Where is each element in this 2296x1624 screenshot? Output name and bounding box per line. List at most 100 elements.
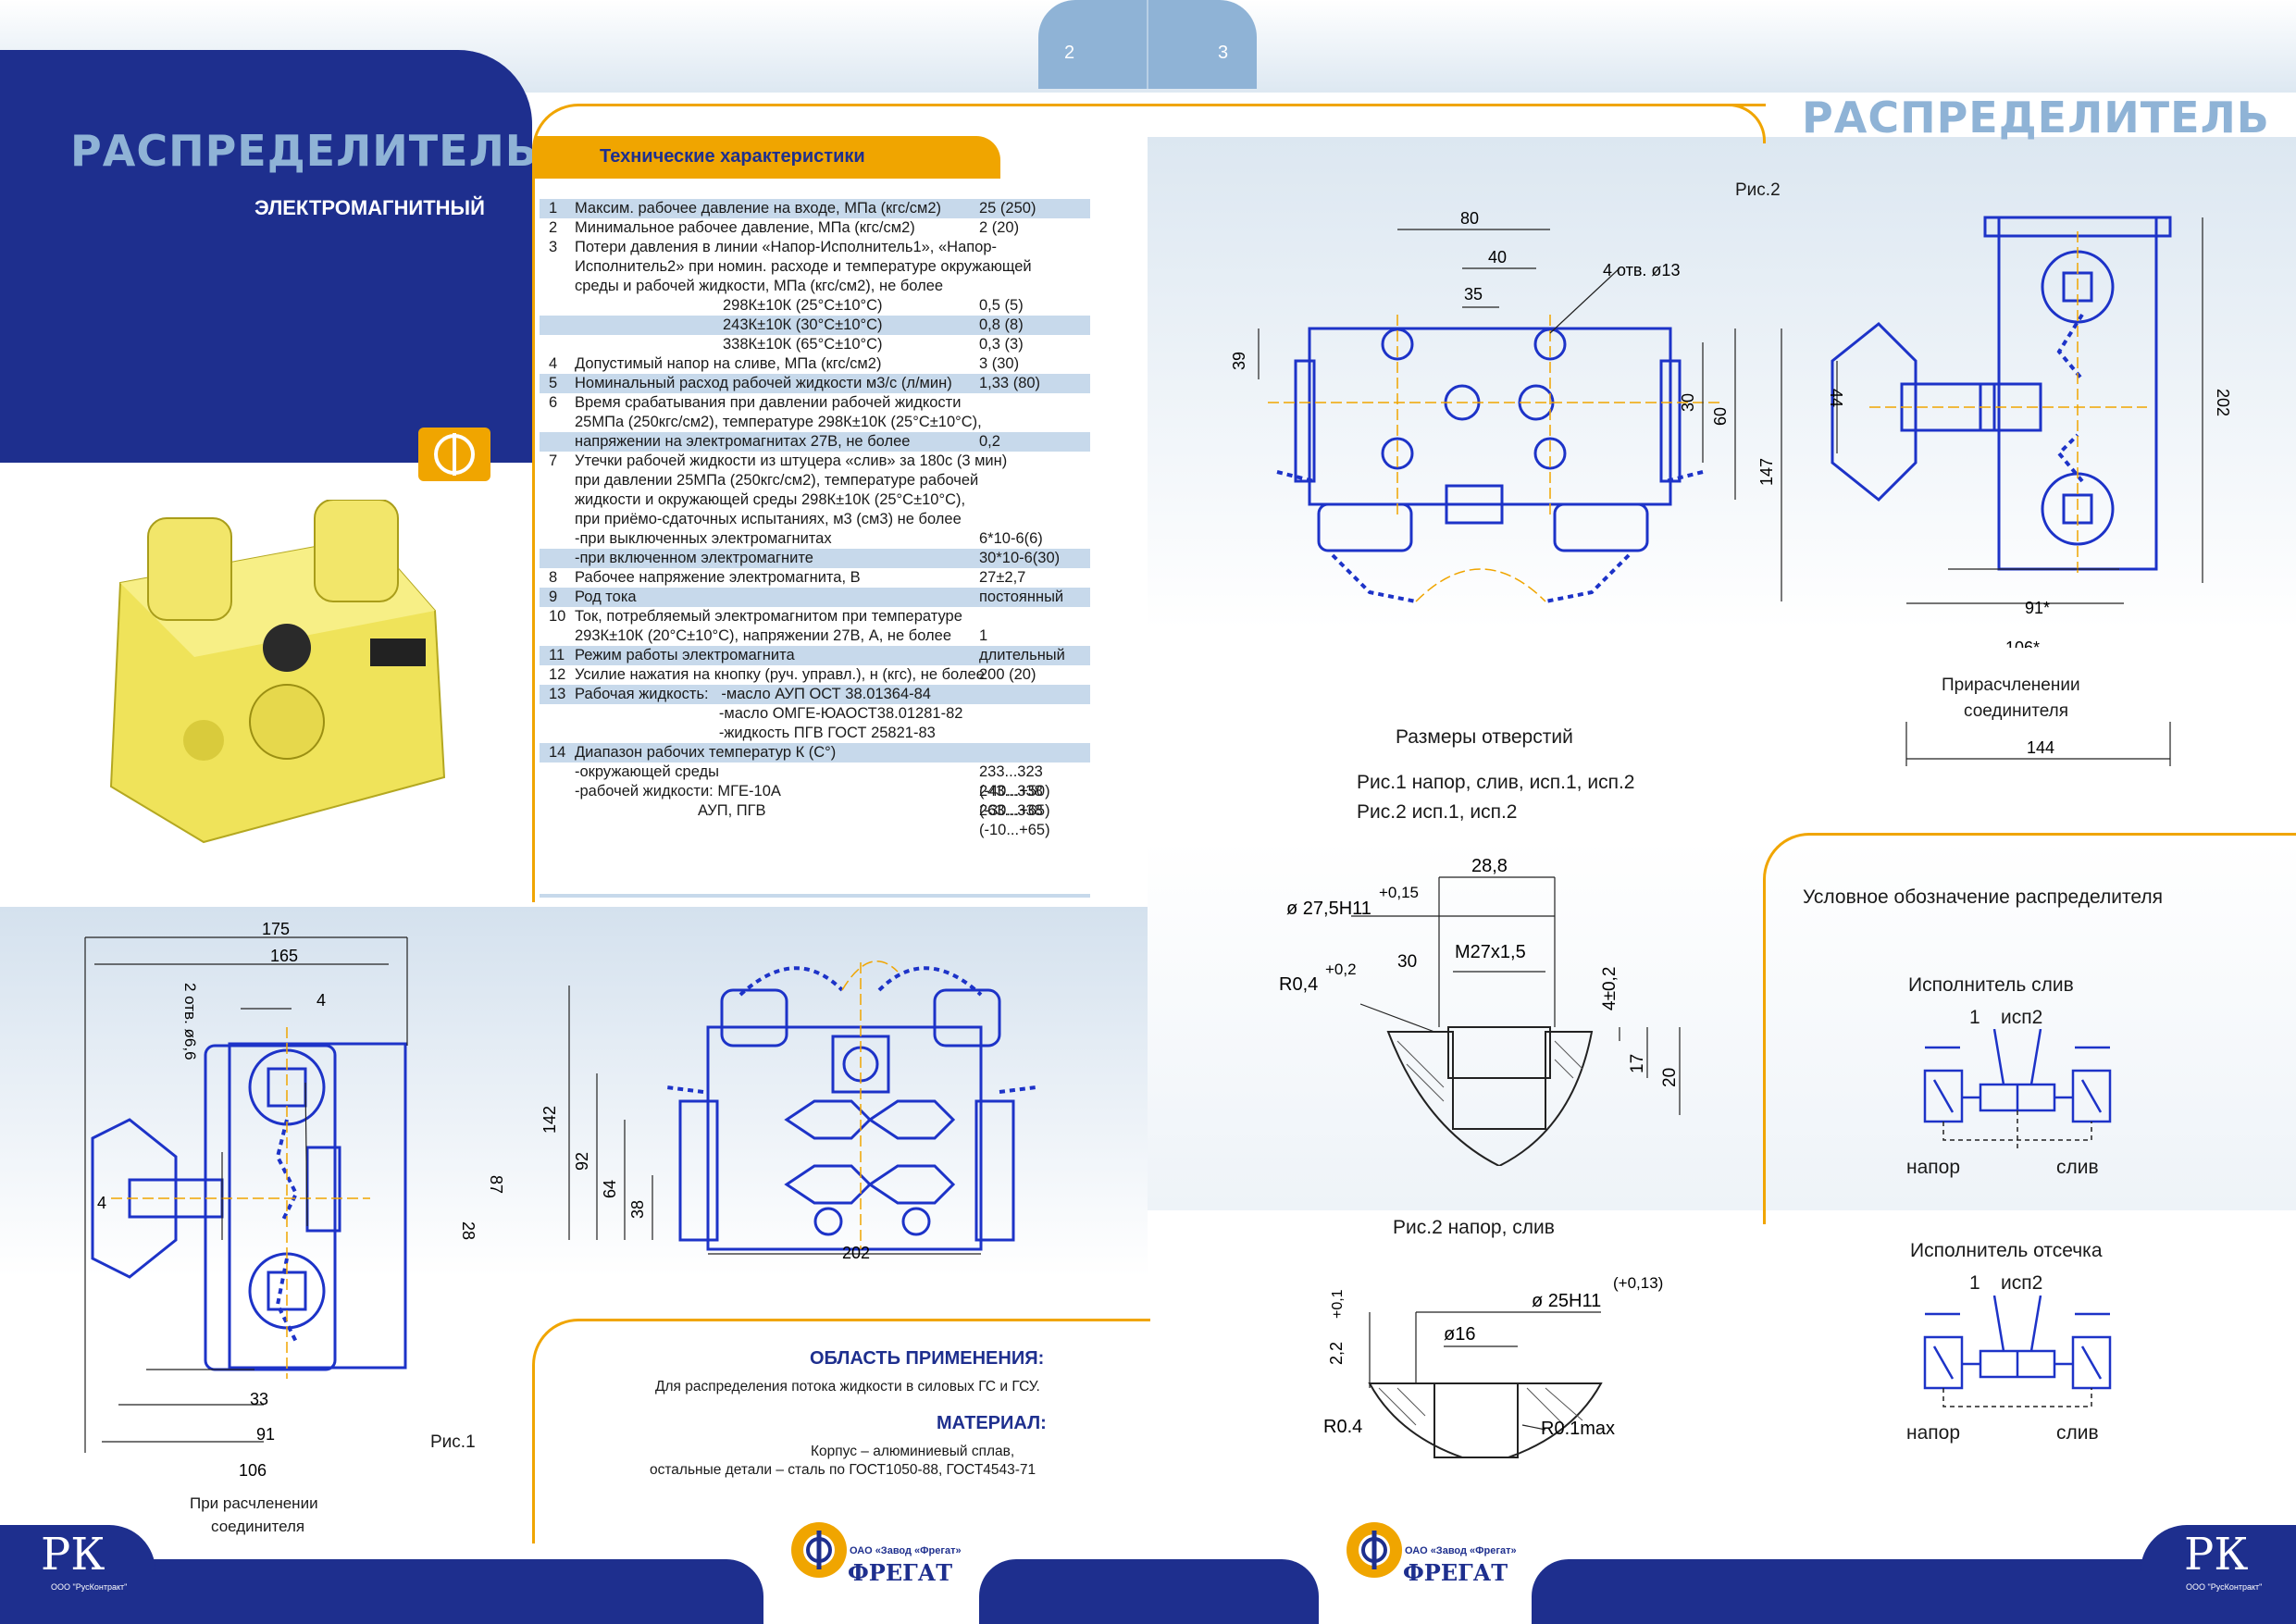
- fig2-top-drawing: 44 202 91* 106*: [1827, 216, 2232, 648]
- fig2-label: Рис.2: [1735, 180, 1781, 200]
- fig1-dim-28: 28: [459, 1221, 478, 1240]
- front-dim-142: 142: [540, 1106, 559, 1134]
- spec-row-number: 2: [549, 219, 558, 236]
- fig2-note-line1: Прирасчленении: [1942, 676, 2080, 695]
- spec-table-bottom-rule: [540, 894, 1090, 898]
- application-heading: ОБЛАСТЬ ПРИМЕНЕНИЯ:: [810, 1348, 1045, 1369]
- spec-row-text: Минимальное рабочее давление, МПа (кгс/с…: [575, 219, 915, 236]
- symbol-block2-pressure: напор: [1906, 1422, 1961, 1444]
- fig1-dim-106: 106: [239, 1461, 267, 1480]
- fregat-right-top: ОАО «Завод «Фрегат»: [1405, 1545, 1517, 1556]
- hole-dim-tol-015: +0,15: [1379, 884, 1419, 901]
- hole-dim-d16: ø16: [1444, 1324, 1475, 1345]
- fig2-dim-91: 91*: [2025, 599, 2050, 617]
- spec-row-text: Рабочее напряжение электромагнита, В: [575, 569, 861, 586]
- spec-row-number: 4: [549, 355, 558, 372]
- spec-row-text: Исполнитель2» при номин. расходе и темпе…: [575, 258, 1032, 275]
- spec-row-text: Рабочая жидкость: -масло АУП ОСТ 38.0136…: [575, 686, 931, 702]
- spec-row-number: 8: [549, 569, 558, 586]
- spec-row-value: постоянный: [979, 589, 1064, 605]
- hole-dim-tol-013: (+0,13): [1613, 1274, 1663, 1292]
- holes-title: Размеры отверстий: [1396, 726, 1573, 748]
- symbol-block2-port1: 1: [1969, 1272, 1980, 1294]
- material-heading: МАТЕРИАЛ:: [937, 1413, 1047, 1433]
- symbol-block2-drain: слив: [2056, 1422, 2099, 1444]
- spec-row-text: -масло ОМГЕ-ЮАОСТ38.01281-82: [575, 705, 963, 722]
- fig2-dim-144: 144: [2027, 738, 2054, 757]
- spec-row: среды и рабочей жидкости, МПа (кгс/см2),…: [540, 277, 1090, 296]
- front-view-drawing: 142 92 64 38 202: [540, 961, 1037, 1262]
- fregat-gear-icon: [1347, 1522, 1402, 1578]
- fig2-dim-holes: 4 отв. ø13: [1603, 261, 1680, 279]
- spec-row: 4 Допустимый напор на сливе, МПа (кгс/см2…: [540, 354, 1090, 374]
- hole-dim-r01max: R0.1max: [1541, 1419, 1615, 1439]
- fig1-dim-165: 165: [270, 947, 298, 965]
- hole-dim-4: 4±0,2: [1600, 967, 1620, 1010]
- symbol-block1-port1: 1: [1969, 1007, 1980, 1028]
- spec-row-text: Усилие нажатия на кнопку (руч. управл.),…: [575, 666, 985, 683]
- spec-row-text: Режим работы электромагнита: [575, 647, 795, 663]
- spec-row-text: АУП, ПГВ: [575, 802, 766, 819]
- front-dim-64: 64: [601, 1180, 619, 1198]
- spec-row-text: напряжении на электромагнитах 27В, не бо…: [575, 433, 911, 450]
- fig1-dim-4b: 4: [97, 1194, 106, 1212]
- spec-row-text: жидкости и окружающей среды 298К±10К (25…: [575, 491, 966, 508]
- fregat-gear-icon: [791, 1522, 847, 1578]
- fig2-dim-147: 147: [1757, 458, 1776, 486]
- fig1-dim-87: 87: [487, 1175, 505, 1194]
- spec-row-number: 11: [549, 647, 565, 663]
- spec-row-text: Ток, потребляемый электромагнитом при те…: [575, 608, 962, 625]
- left-frame-mask: [532, 104, 535, 899]
- spec-row-number: 6: [549, 394, 558, 411]
- spec-header-bar: [535, 136, 1000, 179]
- page-number-left: 2: [1064, 43, 1075, 63]
- spec-row-text: Диапазон рабочих температур К (С°): [575, 744, 837, 761]
- spec-row: напряжении на электромагнитах 27В, не бо…: [540, 432, 1090, 452]
- fig2-note-line2: соединителя: [1964, 701, 2069, 721]
- fig1-note-line2: соединителя: [211, 1518, 305, 1535]
- spec-row-text: среды и рабочей жидкости, МПа (кгс/см2),…: [575, 278, 944, 294]
- spec-row-text: Номинальный расход рабочей жидкости м3/с…: [575, 375, 952, 391]
- hole-dim-d25: ø 25Н11: [1532, 1291, 1601, 1311]
- rk-logo-left-text: РК: [41, 1529, 105, 1581]
- spec-row: -жидкость ПГВ ГОСТ 25821-83: [540, 724, 1090, 743]
- spec-row-number: 7: [549, 452, 558, 469]
- spec-row: Исполнитель2» при номин. расходе и темпе…: [540, 257, 1090, 277]
- spec-row-text: 298К±10К (25°С±10°С): [723, 297, 883, 314]
- hole-dim-tol-02: +0,2: [1325, 961, 1357, 978]
- hole-dim-tol-01: +0,1: [1330, 1289, 1346, 1319]
- spec-row-text: -окружающей среды: [575, 763, 720, 780]
- fig2-dim-106: 106*: [2005, 638, 2040, 648]
- hole-dim-30deg: 30: [1397, 952, 1417, 972]
- fig1-dim-33: 33: [250, 1390, 268, 1408]
- spec-row-text: при давлении 25МПа (250кгс/см2), темпера…: [575, 472, 979, 489]
- spec-row-value: 200 (20): [979, 666, 1036, 683]
- right-title-frame: [1148, 104, 1764, 106]
- rk-logo-left-sub: ООО "РусКонтракт": [51, 1582, 128, 1592]
- left-bottom-background: [0, 907, 1148, 1277]
- valve-photo: [93, 499, 463, 861]
- spec-row-value: 0,5 (5): [979, 297, 1024, 314]
- spec-row-value: 6*10-6(6): [979, 530, 1043, 547]
- holes-caption2: Рис.2 исп.1, исп.2: [1357, 801, 1518, 823]
- fig2-dim-44: 44: [1827, 389, 1845, 407]
- spec-row: -масло ОМГЕ-ЮАОСТ38.01281-82: [540, 704, 1090, 724]
- spec-row-text: Допустимый напор на сливе, МПа (кгс/см2): [575, 355, 882, 372]
- left-page-subtitle: ЭЛЕКТРОМАГНИТНЫЙ: [254, 196, 485, 219]
- symbol-block1-port2: исп2: [2001, 1007, 2043, 1028]
- fig2-dim-80: 80: [1460, 209, 1479, 228]
- fig2-dim-202: 202: [2214, 389, 2232, 416]
- spec-row-text: -рабочей жидкости: МГЕ-10А: [575, 783, 781, 800]
- spec-row-value: 25 (250): [979, 200, 1036, 217]
- spec-row-text: 243К±10К (30°С±10°С): [723, 316, 883, 333]
- fig2-side-drawing: 80 40 35 4 отв. ø13 39 30 60 147: [1230, 209, 1782, 603]
- spec-row-value: длительный: [979, 647, 1065, 663]
- page-tab-divider: [1147, 0, 1148, 89]
- spec-row: 338К±10К (65°С±10°С)0,3 (3): [540, 335, 1090, 354]
